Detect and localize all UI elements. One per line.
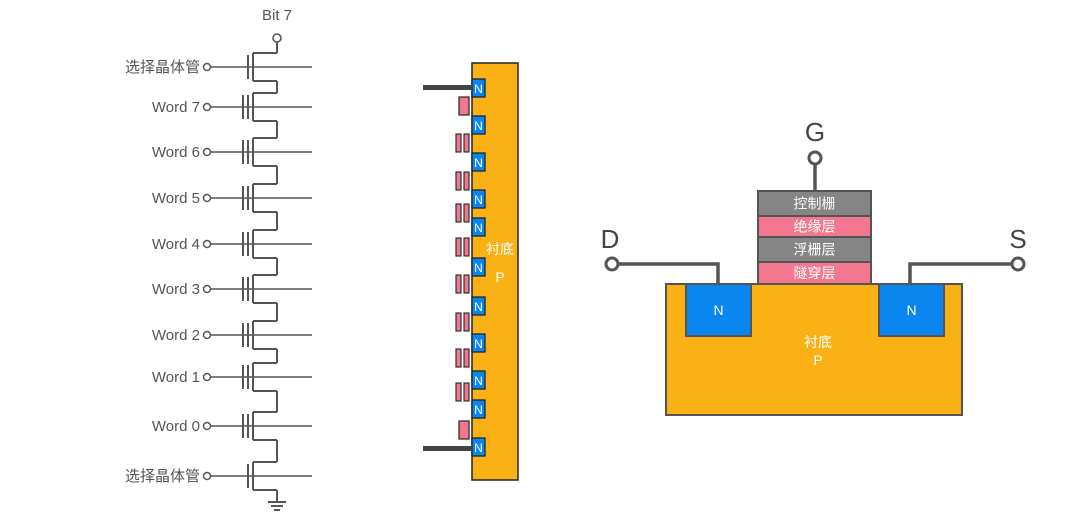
word-line-terminal [202, 147, 212, 157]
control-gate-layer [455, 171, 462, 191]
strip-n-label: N [474, 193, 483, 207]
strip-n-label: N [474, 261, 483, 275]
source-n-region [878, 283, 945, 337]
select-gate-oxide [458, 96, 470, 116]
strip-substrate-label: 衬底 [486, 241, 514, 257]
strip-substrate-type: P [495, 269, 504, 285]
memory-cell-transistor: Word 0 [152, 411, 312, 441]
word-line-terminal [202, 193, 212, 203]
row-label: Word 7 [152, 99, 200, 116]
control-gate-layer-label: 控制栅 [794, 196, 836, 212]
word-line-terminal [202, 239, 212, 249]
row-label: Word 6 [152, 144, 200, 161]
bit-line-terminal [272, 33, 282, 43]
tunnel-oxide-layer [757, 261, 872, 285]
row-label: Word 4 [152, 236, 200, 253]
word-line-terminal [202, 102, 212, 112]
source-wire [908, 262, 1012, 284]
memory-cell-transistor: Word 2 [152, 320, 312, 350]
row-label: 选择晶体管 [125, 468, 200, 485]
word-line-terminal [202, 372, 212, 382]
select-gate-oxide [458, 420, 470, 440]
control-gate-layer [455, 203, 462, 223]
insulation-layer-label: 绝缘层 [794, 219, 836, 235]
strip-n-region [471, 257, 486, 277]
word-line-terminal [202, 62, 212, 72]
floating-gate-layer-label: 浮栅层 [794, 242, 836, 258]
strip-n-label: N [474, 221, 483, 235]
strip-n-label: N [474, 119, 483, 133]
bottom-contact-wire [423, 446, 472, 451]
gate-label: G [805, 117, 825, 147]
strip-n-label: N [474, 156, 483, 170]
floating-gate-layer [463, 382, 470, 402]
memory-cell-transistor: Word 4 [152, 229, 312, 259]
drain-n-region [685, 283, 752, 337]
source-terminal [1010, 256, 1026, 272]
strip-n-label: N [474, 403, 483, 417]
drain-n-label: N [713, 302, 723, 318]
control-gate-layer [455, 133, 462, 153]
select-transistor: 选择晶体管 [125, 461, 312, 491]
control-gate-layer [455, 312, 462, 332]
memory-cell-transistor: Word 7 [152, 92, 312, 122]
row-label: Word 1 [152, 369, 200, 386]
strip-n-label: N [474, 374, 483, 388]
row-label: Word 0 [152, 418, 200, 435]
strip-n-region [471, 370, 486, 390]
control-gate-layer [757, 190, 872, 217]
floating-gate-layer [463, 348, 470, 368]
strip-n-label: N [474, 300, 483, 314]
floating-gate-layer [463, 274, 470, 294]
word-line-terminal [202, 330, 212, 340]
bit-line-label: Bit 7 [262, 7, 292, 24]
strip-n-label: N [474, 337, 483, 351]
row-label: Word 3 [152, 281, 200, 298]
word-line-terminal [202, 421, 212, 431]
drain-wire [618, 262, 720, 284]
tunnel-oxide-layer-label: 隧穿层 [794, 265, 836, 281]
floating-gate-layer [463, 171, 470, 191]
floating-gate-layer [463, 203, 470, 223]
floating-gate-layer [463, 133, 470, 153]
nand-string-circuit: Bit 7 选择晶体管 Word 7 Word 6 Word 5 Word 4 Word 3… [125, 7, 312, 511]
transistor-substrate-type: P [813, 352, 822, 368]
memory-cell-transistor: Word 6 [152, 137, 312, 167]
source-n-label: N [906, 302, 916, 318]
strip-n-region [471, 115, 486, 135]
top-contact-wire [423, 85, 472, 90]
row-label: 选择晶体管 [125, 59, 200, 76]
control-gate-layer [455, 348, 462, 368]
strip-n-region [471, 296, 486, 316]
word-line-terminal [202, 471, 212, 481]
strip-n-region [471, 333, 486, 353]
row-label: Word 5 [152, 190, 200, 207]
select-transistor: 选择晶体管 [125, 52, 312, 82]
drain-terminal [604, 256, 620, 272]
memory-cell-transistor: Word 5 [152, 183, 312, 213]
source-label: S [1009, 224, 1026, 254]
strip-n-region [471, 217, 486, 237]
strip-n-region [471, 189, 486, 209]
memory-cell-transistor: Word 1 [152, 362, 312, 392]
word-line-terminal [202, 284, 212, 294]
drain-label: D [601, 224, 620, 254]
strip-n-label: N [474, 441, 483, 455]
row-label: Word 2 [152, 327, 200, 344]
control-gate-layer [455, 382, 462, 402]
strip-n-region [471, 399, 486, 419]
floating-gate-layer [463, 312, 470, 332]
memory-cell-transistor: Word 3 [152, 274, 312, 304]
strip-n-label: N [474, 82, 483, 96]
transistor-substrate-label: 衬底 [804, 334, 832, 350]
gate-terminal [807, 150, 823, 166]
strip-n-region [471, 152, 486, 172]
control-gate-layer [455, 237, 462, 257]
floating-gate-layer [463, 237, 470, 257]
control-gate-layer [455, 274, 462, 294]
